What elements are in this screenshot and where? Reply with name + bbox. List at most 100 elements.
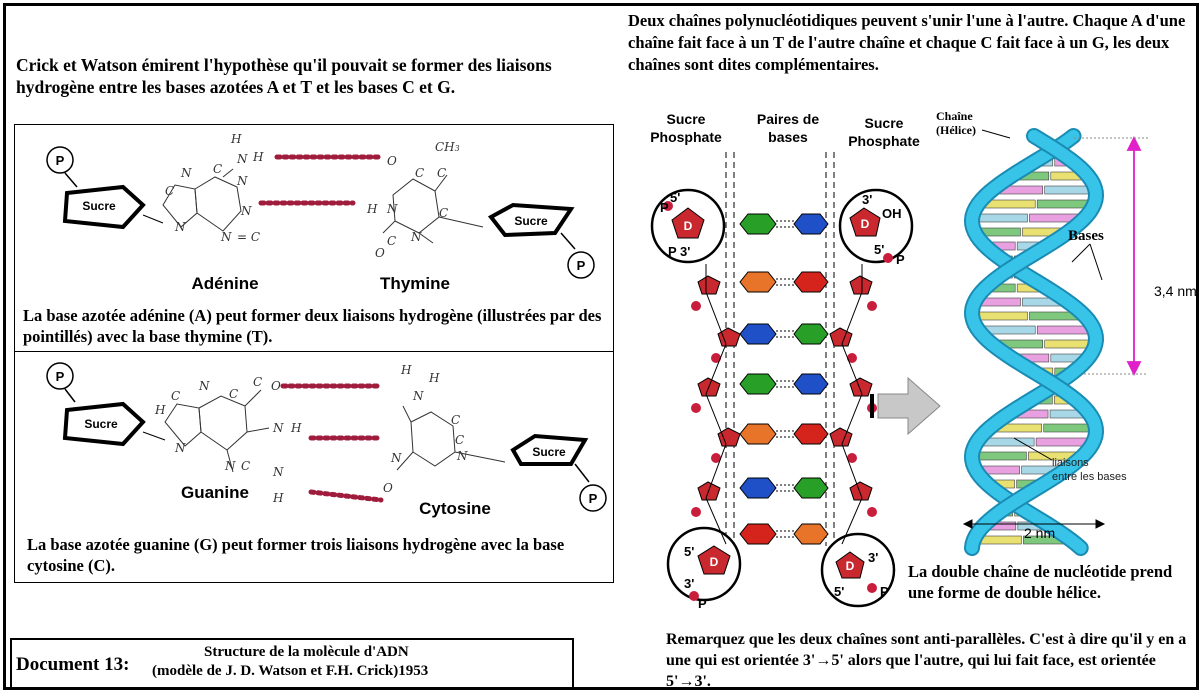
base-pair-row	[711, 423, 857, 463]
svg-text:C: C	[415, 166, 424, 180]
sugar-left: Sucre	[62, 401, 146, 447]
svg-text:3': 3'	[680, 244, 690, 259]
svg-text:5': 5'	[834, 584, 844, 599]
deoxyribose	[717, 427, 741, 447]
base-pair-row	[711, 323, 857, 363]
svg-text:C: C	[437, 166, 446, 180]
phosphate-right: P	[567, 251, 595, 279]
phosphate-dot	[711, 353, 721, 363]
svg-text:N: N	[272, 465, 284, 479]
document-title-box: Document 13: Structure de la molècule d'…	[10, 638, 574, 687]
thymine-label: Thymine	[380, 274, 450, 293]
top-right-nucleotide: D 3' OH 5' P	[838, 188, 914, 267]
svg-text:N: N	[390, 451, 402, 465]
base	[739, 423, 777, 445]
svg-text:O: O	[387, 154, 397, 168]
svg-text:P: P	[698, 596, 707, 611]
helix-caption: La double chaîne de nucléotide prend une…	[908, 562, 1173, 602]
phosphate-dot	[691, 403, 701, 413]
svg-text:O: O	[383, 481, 393, 495]
base	[739, 373, 777, 395]
svg-text:H: H	[400, 363, 412, 377]
svg-text:C: C	[241, 459, 250, 473]
ladder-headers: Sucre Phosphate Paires de bases Sucre Ph…	[650, 111, 920, 149]
svg-text:C: C	[455, 433, 464, 447]
svg-text:N: N	[240, 204, 252, 218]
hydrogen-bonds-gc	[280, 383, 384, 503]
svg-text:Sucre: Sucre	[532, 445, 566, 459]
antiparallel-note: Remarquez que les deux chaînes sont anti…	[666, 631, 1187, 690]
deoxyribose	[829, 427, 853, 447]
backbone	[705, 264, 863, 545]
base	[793, 373, 829, 395]
svg-text:N: N	[386, 202, 398, 216]
deoxyribose	[849, 275, 873, 295]
svg-text:P: P	[660, 200, 669, 215]
svg-text:N: N	[198, 379, 210, 393]
helix-strand-back-fill	[965, 130, 1103, 554]
svg-text:entre les bases: entre les bases	[1052, 471, 1127, 483]
deoxyribose	[697, 275, 721, 295]
svg-text:5': 5'	[670, 190, 680, 205]
svg-text:H: H	[252, 150, 264, 164]
svg-text:P: P	[577, 258, 586, 273]
deoxyribose	[829, 327, 853, 347]
svg-text:OH: OH	[882, 206, 902, 221]
phosphate-dot	[867, 507, 877, 517]
svg-text:D: D	[710, 555, 719, 569]
bottom-right-nucleotide: D 3' 5' P	[820, 532, 896, 608]
svg-text:C: C	[213, 162, 222, 176]
cytosine-label: Cytosine	[419, 499, 491, 518]
adenine-rings	[162, 168, 242, 232]
svg-text:N: N	[456, 449, 468, 463]
svg-text:D: D	[684, 219, 693, 233]
svg-text:C: C	[171, 389, 180, 403]
bottom-left-nucleotide: D 5' 3' P	[666, 526, 742, 611]
svg-text:Sucre: Sucre	[84, 417, 118, 431]
svg-text:C: C	[253, 375, 262, 389]
cytosine-rings	[396, 405, 506, 471]
guanine-rings	[164, 389, 270, 473]
svg-text:Phosphate: Phosphate	[650, 129, 722, 145]
svg-text:Sucre: Sucre	[514, 214, 548, 228]
complementarity-text: Deux chaînes polynucléotidiques peuvent …	[628, 11, 1186, 74]
chain-label: Chaîne	[936, 109, 973, 123]
transition-arrow	[870, 376, 941, 436]
svg-text:Sucre: Sucre	[82, 199, 116, 213]
svg-text:N: N	[180, 166, 192, 180]
caption-adenine-thymine: La base azotée adénine (A) peut former d…	[23, 306, 602, 346]
svg-text:= C: = C	[237, 230, 260, 244]
svg-text:(Hélice): (Hélice)	[936, 123, 976, 137]
base	[739, 271, 777, 293]
svg-text:CH3: CH3	[435, 140, 460, 154]
svg-text:H: H	[290, 421, 302, 435]
svg-text:N: N	[174, 441, 186, 455]
svg-text:C: C	[387, 234, 396, 248]
sugar-right: Sucre	[510, 433, 589, 466]
svg-text:C: C	[439, 206, 448, 220]
base	[739, 523, 777, 545]
bases-label: Bases	[1068, 228, 1104, 244]
phosphate-dot	[691, 301, 701, 311]
svg-text:N: N	[272, 421, 284, 435]
phosphate-dot	[691, 507, 701, 517]
thymine-rings	[382, 174, 484, 244]
base	[793, 477, 829, 499]
svg-text:5': 5'	[874, 242, 884, 257]
svg-text:Sucre: Sucre	[865, 115, 904, 131]
deoxyribose	[849, 481, 873, 501]
phosphate-left: P	[46, 362, 74, 390]
phosphate-right: P	[579, 484, 607, 512]
svg-text:P: P	[668, 244, 677, 259]
svg-text:3': 3'	[868, 550, 878, 565]
svg-text:N: N	[410, 230, 422, 244]
width-label: 2 nm	[1024, 525, 1055, 541]
svg-text:P: P	[896, 252, 905, 267]
helix-labels: Chaîne (Hélice) Bases 3,4 nm liaisons en…	[936, 109, 1196, 541]
svg-text:P: P	[56, 369, 65, 384]
svg-text:H: H	[154, 403, 166, 417]
caption-guanine-cytosine: La base azotée guanine (G) peut former t…	[27, 535, 565, 575]
